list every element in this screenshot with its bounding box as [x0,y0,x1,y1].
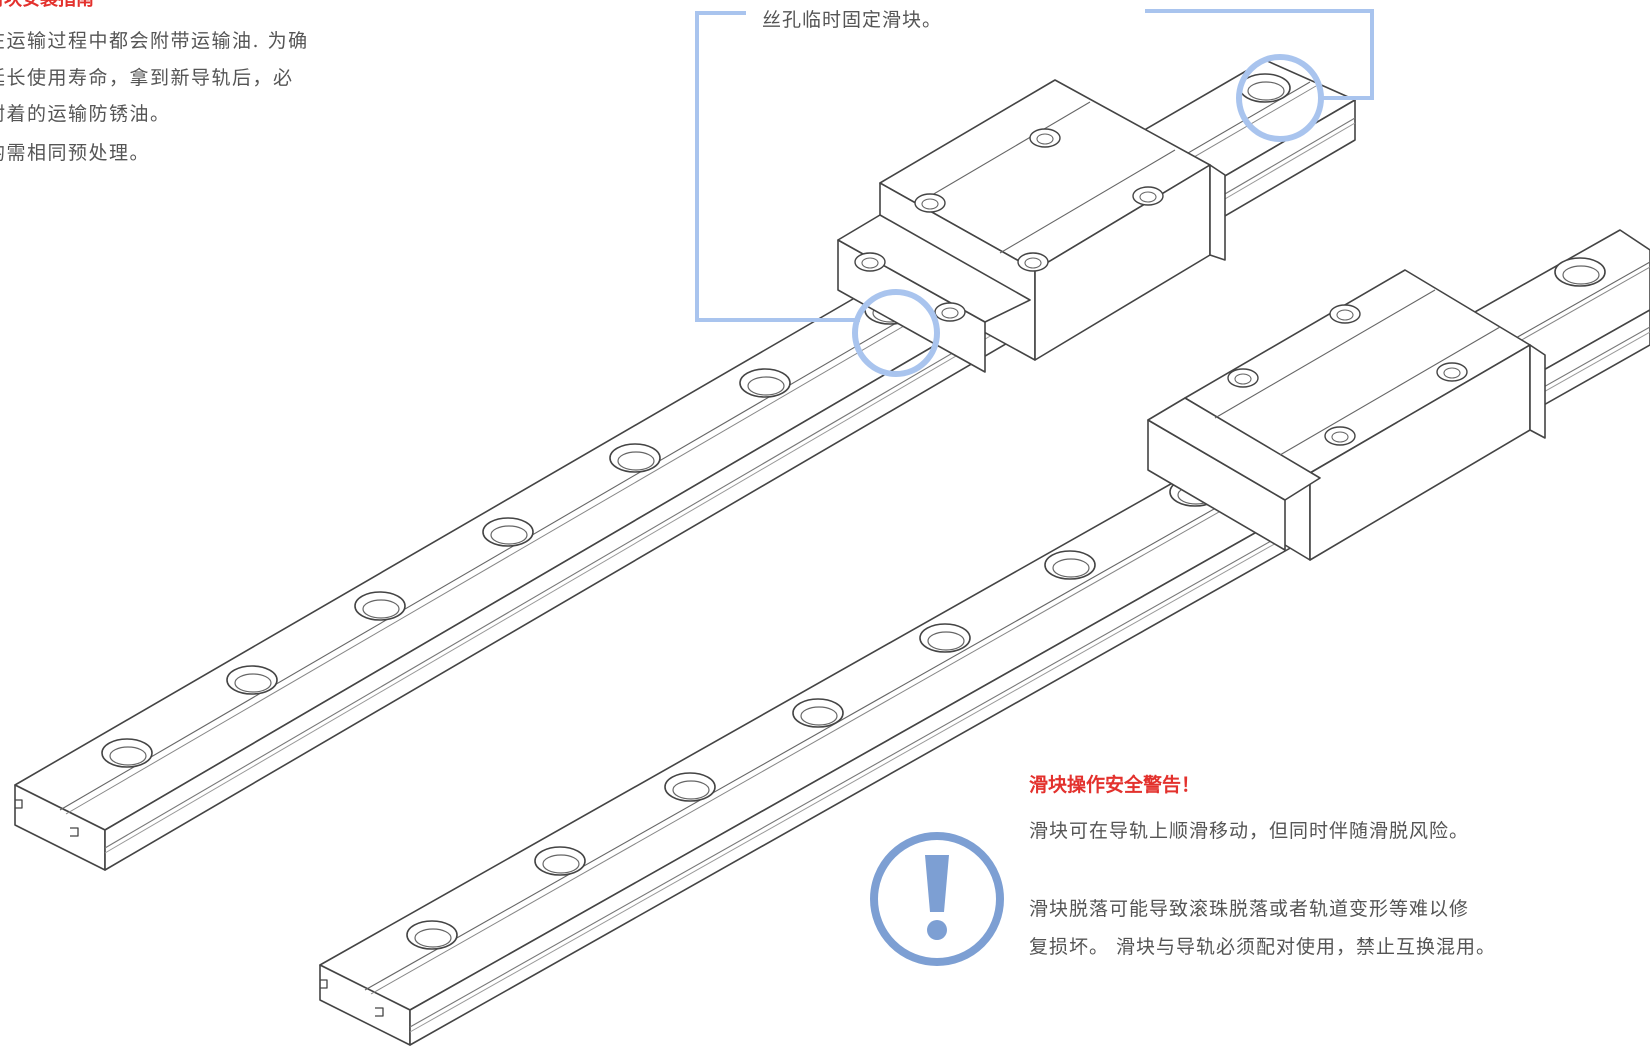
warning-line-3: 复损坏。 滑块与导轨必须配对使用，禁止互换混用。 [1029,936,1497,958]
warning-line-2: 滑块脱落可能导致滚珠脱落或者轨道变形等难以修 [1029,898,1470,920]
warning-line-1: 滑块可在导轨上顺滑移动，但同时伴随滑脱风险。 [1029,820,1470,842]
slider-block-1 [837,79,1226,373]
guide-title: 滑块安装指南 [0,0,346,12]
exclamation-circle-icon [870,832,1004,966]
highlight-circle-rear [1236,54,1324,142]
slider-block-2 [1147,269,1546,561]
warning-title: 滑块操作安全警告！ [1029,774,1201,796]
guide-line-3: 附着的运输防锈油。 [0,103,171,125]
guide-line-1: 在运输过程中都会附带运输油. 为确 [0,30,309,52]
callout-text: 丝孔临时固定滑块。 [762,9,943,31]
callout-bracket [695,9,1374,322]
guide-line-2: 延长使用寿命，拿到新导轨后，必 [0,67,294,89]
guide-line-4: 均需相同预处理。 [0,142,151,164]
highlight-circle-front [852,289,940,377]
